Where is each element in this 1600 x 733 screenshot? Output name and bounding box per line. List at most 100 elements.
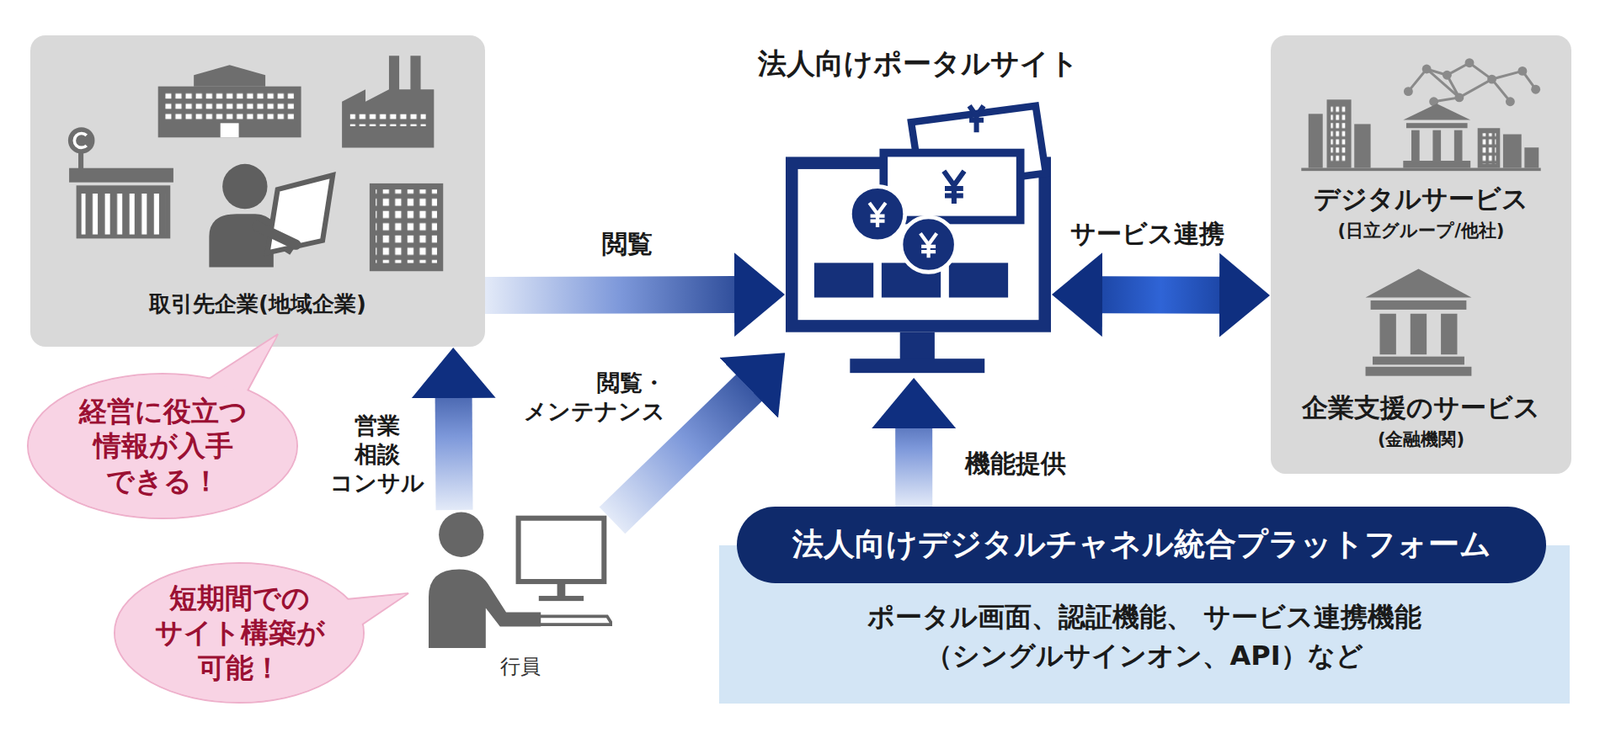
network-node-part — [1530, 85, 1541, 95]
node-label: ポータル画面、認証機能、 サービス連携機能（シングルサインオン、API）など — [719, 597, 1570, 677]
bank-icon-part — [1379, 314, 1396, 355]
flow-arrow — [485, 276, 736, 315]
network-node-part — [1517, 66, 1527, 76]
person-with-tablet-part — [222, 164, 267, 209]
services-panel: デジタルサービス(日立グループ/他社)企業支援のサービス(金融機関) — [1270, 35, 1572, 475]
bubble-text: 経営に役立つ 情報が入手 できる！ — [58, 394, 269, 499]
cityscape — [1301, 99, 1541, 171]
cityscape-part — [1301, 168, 1541, 172]
node-label: 取引先企業(地域企業) — [30, 291, 486, 318]
store-part — [74, 133, 86, 148]
node-label: (日立グループ/他社) — [1270, 220, 1572, 242]
network-node-part — [1454, 92, 1464, 102]
portal-monitor-icon-part — [969, 106, 984, 133]
portal-monitor-icon-part — [849, 186, 905, 242]
bank-icon — [1365, 268, 1472, 376]
flow-arrow — [895, 427, 933, 507]
staff-illustration-part — [428, 569, 541, 649]
network-node-part — [1487, 74, 1497, 85]
bubble-text: 短期間での サイト構築が 可能！ — [134, 581, 346, 686]
portal-monitor-icon-part — [901, 217, 956, 272]
person-with-tablet-part — [256, 226, 296, 246]
school-building-part — [165, 91, 294, 123]
double-arrow — [1101, 276, 1221, 315]
speech-bubble-part — [114, 563, 364, 704]
network-graph-part — [1408, 63, 1536, 92]
network-node-part — [1403, 86, 1414, 96]
staff-illustration-part — [518, 518, 605, 582]
cityscape-part — [1524, 147, 1539, 168]
speech-bubble-part — [344, 594, 406, 628]
school-building — [158, 64, 302, 138]
portal-monitor-icon-part — [814, 262, 874, 298]
portal-monitor-icon-part — [920, 233, 937, 258]
portal-monitor-icon — [785, 101, 1051, 378]
store — [68, 127, 174, 239]
store-part — [78, 153, 84, 170]
speech-bubble-part — [208, 336, 277, 393]
portal-monitor-icon-part — [849, 358, 985, 374]
network-node-part — [1422, 64, 1432, 75]
speech-bubble: 経営に役立つ 情報が入手 できる！ — [25, 372, 301, 521]
cityscape-part — [1411, 130, 1420, 161]
cityscape-part — [1503, 134, 1522, 169]
edge-label: 機能提供 — [965, 448, 1067, 480]
factory-part — [350, 113, 427, 127]
cityscape-part — [1402, 160, 1471, 168]
office-building-part — [369, 183, 443, 272]
person-with-tablet — [208, 164, 333, 268]
cityscape-part — [1482, 133, 1497, 164]
network-node-part — [1505, 96, 1515, 107]
store-part — [76, 185, 171, 239]
cityscape-part — [1454, 130, 1463, 161]
node-label: 行員 — [428, 655, 613, 680]
staff-illustration-part — [438, 512, 484, 557]
node-label: 法人向けポータルサイト — [726, 46, 1110, 81]
store-part — [69, 168, 174, 183]
speech-bubble-part — [28, 374, 297, 518]
edge-label: サービス連携 — [1070, 218, 1225, 251]
cityscape-part — [1402, 103, 1471, 120]
flow-arrow — [435, 397, 474, 511]
factory — [341, 55, 434, 148]
bank-icon-part — [1410, 314, 1427, 355]
bank-icon-part — [1440, 314, 1457, 355]
school-building-part — [158, 86, 302, 139]
staff-illustration — [428, 510, 613, 649]
node-label: デジタルサービス — [1270, 183, 1572, 215]
bank-icon-part — [1365, 367, 1472, 377]
cityscape-part — [1327, 99, 1352, 168]
edge-label: 閲覧 — [602, 228, 653, 261]
store-part — [68, 127, 96, 155]
speech-bubble-part — [115, 564, 363, 703]
platform-box: 法人向けデジタルチャネル統合プラットフォームポータル画面、認証機能、 サービス連… — [719, 506, 1570, 704]
edge-label: 閲覧・ メンテナンス — [522, 368, 666, 427]
speech-bubble: 短期間での サイト構築が 可能！ — [112, 561, 368, 705]
portal-monitor-icon-part — [949, 262, 1008, 298]
network-node — [1403, 58, 1541, 107]
bank-icon-part — [1372, 357, 1465, 366]
cityscape-part — [1477, 128, 1501, 168]
platform-title: 法人向けデジタルチャネル統合プラットフォーム — [736, 506, 1547, 584]
portal-monitor-icon-part — [900, 332, 935, 362]
network-node-part — [1465, 58, 1475, 68]
portal-monitor-icon-part — [869, 202, 886, 228]
bank-staff: 行員 — [428, 510, 613, 684]
edge-label: 営業 相談 コンサル — [330, 411, 425, 497]
cityscape-part — [1330, 106, 1347, 164]
cityscape-part — [1308, 113, 1323, 168]
store-part — [81, 193, 166, 235]
cityscape-part — [1406, 122, 1468, 128]
network-node-part — [1442, 70, 1452, 80]
staff-illustration-part — [538, 596, 584, 602]
bank-icon-part — [1370, 300, 1467, 310]
network-graph — [1408, 63, 1536, 102]
office-building — [369, 183, 443, 272]
school-building-part — [220, 122, 240, 138]
office-building-part — [375, 189, 438, 263]
cityscape-part — [1354, 123, 1371, 168]
bank-icon-part — [1365, 268, 1472, 298]
portal-monitor-icon-part — [944, 170, 965, 204]
